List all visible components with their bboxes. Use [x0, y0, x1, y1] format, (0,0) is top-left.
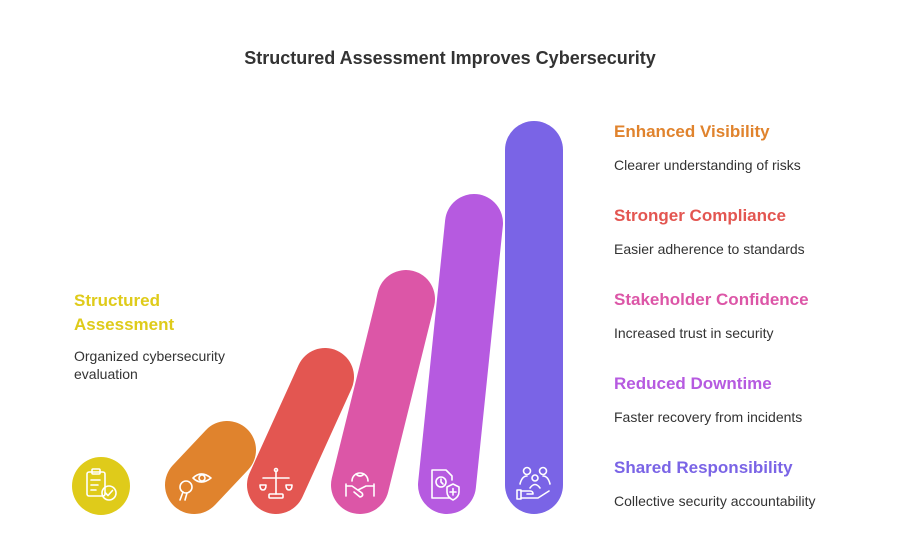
- step-stronger-compliance: Stronger Compliance Easier adherence to …: [614, 205, 874, 258]
- clock-shield-icon: [431, 469, 460, 501]
- start-block: Structured Assessment Organized cybersec…: [74, 289, 274, 383]
- step-heading: Reduced Downtime: [614, 374, 772, 393]
- pill-stakeholder-confidence: [331, 270, 435, 514]
- diagram-title: Structured Assessment Improves Cybersecu…: [244, 48, 656, 68]
- start-heading-line1: Structured: [74, 291, 160, 310]
- start-description-line1: Organized cybersecurity: [74, 348, 225, 364]
- step-description: Collective security accountability: [614, 493, 816, 509]
- clipboard-check-icon: [86, 468, 117, 501]
- step-description: Increased trust in security: [614, 325, 774, 341]
- pill-stronger-compliance: [247, 348, 354, 514]
- step-stakeholder-confidence: Stakeholder Confidence Increased trust i…: [614, 289, 874, 342]
- people-hand-icon: [516, 466, 551, 500]
- start-description: Organized cybersecurity evaluation: [74, 347, 274, 383]
- step-enhanced-visibility: Enhanced Visibility Clearer understandin…: [614, 121, 874, 174]
- start-heading-line2: Assessment: [74, 315, 175, 334]
- start-heading: Structured Assessment: [74, 289, 274, 337]
- start-circle: [72, 457, 130, 515]
- step-reduced-downtime: Reduced Downtime Faster recovery from in…: [614, 373, 874, 426]
- step-heading: Enhanced Visibility: [614, 122, 770, 141]
- step-heading: Shared Responsibility: [614, 458, 793, 477]
- step-description: Faster recovery from incidents: [614, 409, 803, 425]
- step-shared-responsibility: Shared Responsibility Collective securit…: [614, 457, 874, 510]
- step-heading: Stronger Compliance: [614, 206, 786, 225]
- scales-icon: [259, 467, 293, 499]
- pill-reduced-downtime: [418, 194, 503, 514]
- start-description-line2: evaluation: [74, 366, 138, 382]
- step-description: Clearer understanding of risks: [614, 157, 801, 173]
- step-description: Easier adherence to standards: [614, 241, 805, 257]
- step-heading: Stakeholder Confidence: [614, 290, 809, 309]
- globe-handshake-icon: [345, 472, 375, 498]
- eye-magnify-icon: [179, 473, 212, 501]
